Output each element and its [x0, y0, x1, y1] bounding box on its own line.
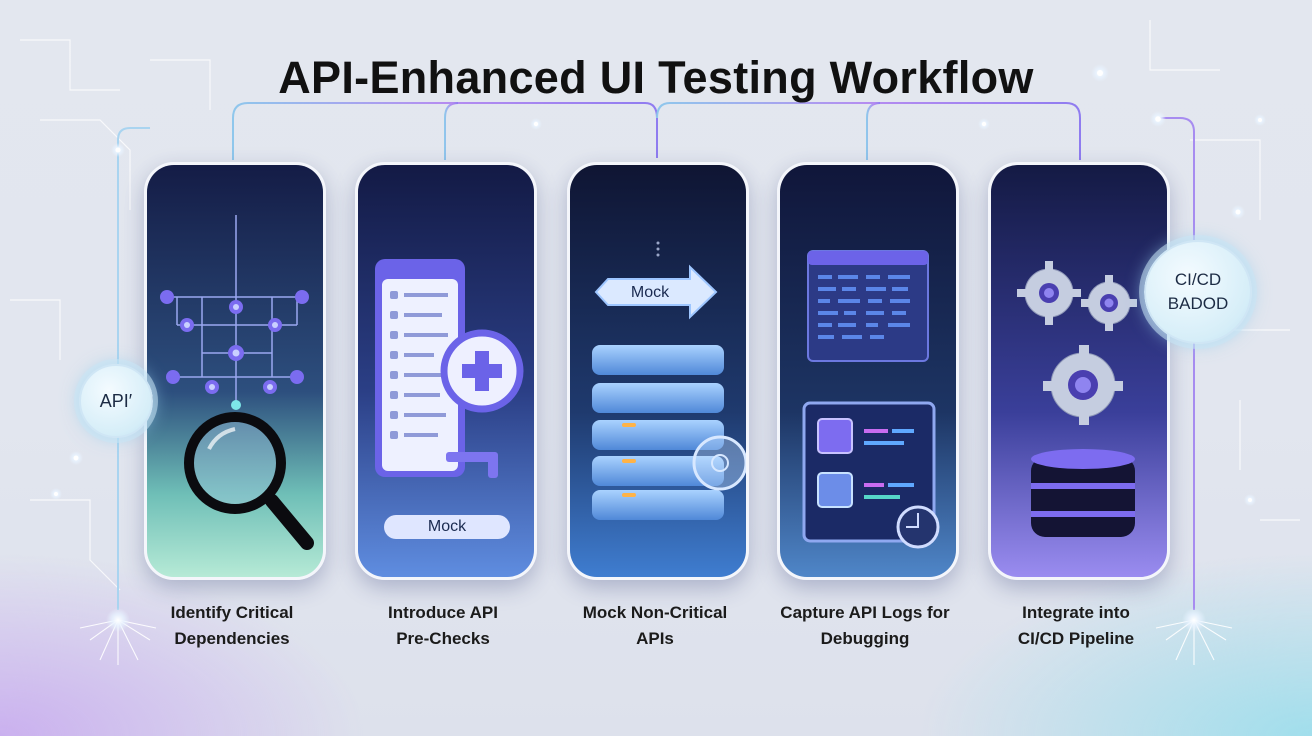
step-caption-2: Introduce API Pre-Checks	[338, 600, 548, 652]
step-caption-2-line2: Pre-Checks	[396, 629, 490, 648]
step-caption-4: Capture API Logs for Debugging	[760, 600, 970, 652]
step-caption-3-line2: APIs	[636, 629, 674, 648]
step-card-mock-apis: Mock	[567, 162, 749, 580]
step-caption-4-line1: Capture API Logs for	[780, 603, 950, 622]
step-card-cicd-integration	[988, 162, 1170, 580]
checklist-plus-icon	[358, 165, 534, 577]
step-caption-1-line1: Identify Critical	[170, 603, 294, 622]
step-caption-5-line1: Integrate into	[1022, 603, 1130, 622]
mock-badge: Mock	[384, 515, 510, 539]
step-caption-2-line1: Introduce API	[388, 603, 498, 622]
gears-database-icon	[991, 165, 1167, 577]
step-caption-1-line2: Dependencies	[174, 629, 290, 648]
step-caption-4-line2: Debugging	[820, 629, 910, 648]
step-caption-5-line2: CI/CD Pipeline	[1017, 629, 1135, 648]
step-caption-3-line1: Mock Non-Critical	[582, 603, 728, 622]
log-dashboard-icon	[780, 165, 956, 577]
cicd-bubble-line2: BADOD	[1167, 294, 1229, 313]
step-card-api-pre-checks: Mock	[355, 162, 537, 580]
dependency-graph-magnifier-icon	[147, 165, 323, 577]
step-caption-3: Mock Non-Critical APIs	[550, 600, 760, 652]
mock-arrow-label: Mock	[630, 284, 670, 301]
cicd-bubble-line1: CI/CD	[1174, 270, 1222, 289]
cicd-bubble: CI/CD BADOD	[1144, 240, 1252, 344]
server-stack-icon	[570, 165, 746, 577]
step-card-capture-logs	[777, 162, 959, 580]
step-caption-1: Identify Critical Dependencies	[127, 600, 337, 652]
api-bubble: API′	[79, 364, 153, 438]
step-card-identify-dependencies	[144, 162, 326, 580]
page-title: API-Enhanced UI Testing Workflow	[278, 52, 1034, 103]
step-caption-5: Integrate into CI/CD Pipeline	[971, 600, 1181, 652]
